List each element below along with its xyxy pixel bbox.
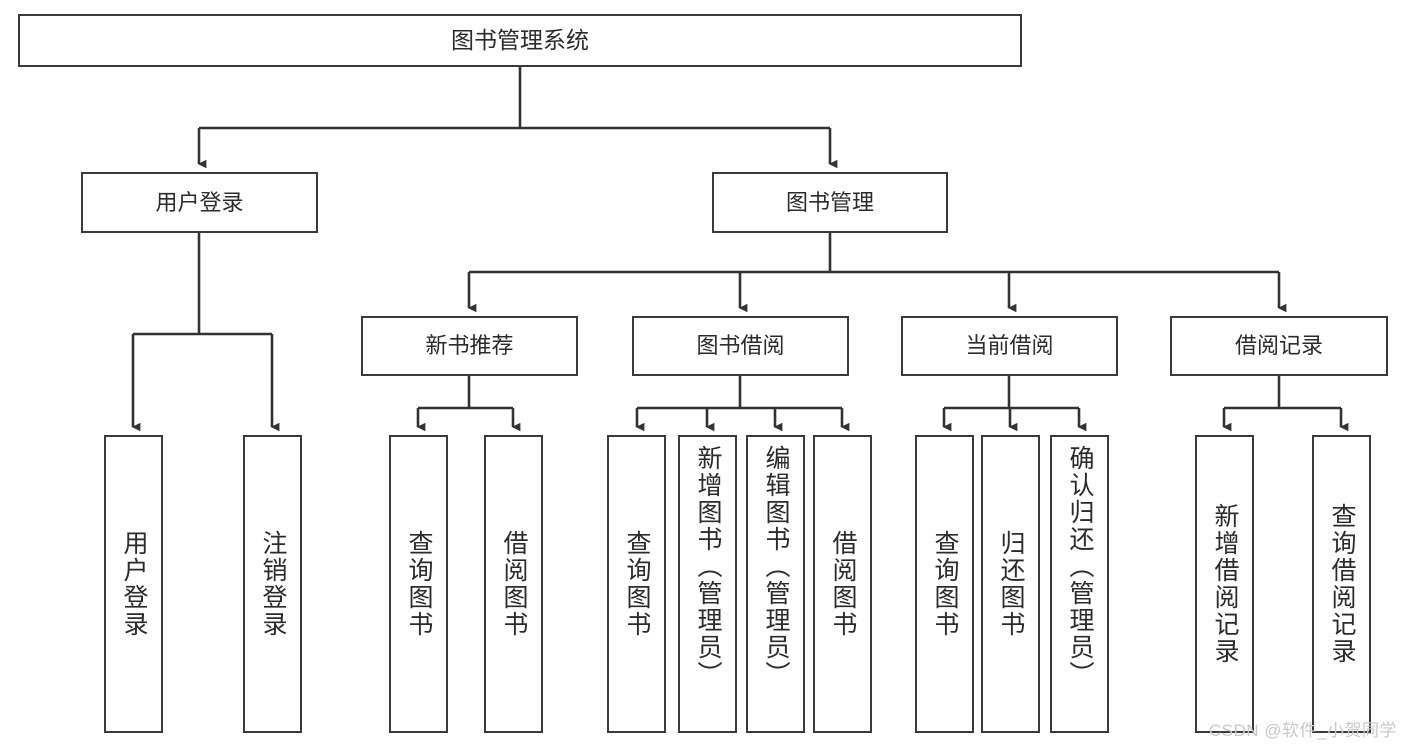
node-label: 当前借阅 [965, 333, 1054, 359]
leaf-borrow-record-add-record[interactable]: 新增借阅记录 [1195, 435, 1254, 733]
leaf-book-borrow-borrow-book[interactable]: 借阅图书 [813, 435, 872, 733]
node-label: 图书管理系统 [451, 26, 589, 53]
leaf-current-borrow-confirm-return-admin[interactable]: 确认归还（管理员） [1050, 435, 1109, 733]
node-label: 新书推荐 [425, 333, 514, 359]
leaf-user-login-logout[interactable]: 注销登录 [243, 435, 302, 733]
leaf-book-borrow-add-book-admin[interactable]: 新增图书（管理员） [678, 435, 737, 733]
node-label: 新增借阅记录 [1211, 503, 1239, 665]
leaf-new-book-borrow-book[interactable]: 借阅图书 [484, 435, 543, 733]
node-label: 编辑图书（管理员） [762, 445, 790, 688]
watermark-text: CSDN @软件_小贺同学 [1208, 721, 1397, 740]
node-root-book-management-system[interactable]: 图书管理系统 [18, 14, 1022, 67]
node-book-borrow[interactable]: 图书借阅 [632, 316, 849, 376]
leaf-new-book-query-book[interactable]: 查询图书 [389, 435, 448, 733]
node-label: 用户登录 [155, 189, 244, 215]
node-current-borrow[interactable]: 当前借阅 [901, 316, 1118, 376]
node-new-book-recommend[interactable]: 新书推荐 [361, 316, 578, 376]
leaf-user-login-login[interactable]: 用户登录 [104, 435, 163, 733]
leaf-current-borrow-query-book[interactable]: 查询图书 [915, 435, 974, 733]
node-label: 查询图书 [623, 530, 651, 638]
node-borrow-record[interactable]: 借阅记录 [1170, 316, 1388, 376]
leaf-book-borrow-edit-book-admin[interactable]: 编辑图书（管理员） [746, 435, 805, 733]
node-user-login[interactable]: 用户登录 [81, 172, 318, 233]
node-label: 借阅图书 [500, 530, 528, 638]
node-label: 借阅记录 [1234, 333, 1323, 359]
leaf-book-borrow-query-book[interactable]: 查询图书 [607, 435, 666, 733]
node-label: 查询图书 [405, 530, 433, 638]
node-label: 图书借阅 [696, 333, 785, 359]
node-label: 查询借阅记录 [1328, 503, 1356, 665]
leaf-current-borrow-return-book[interactable]: 归还图书 [981, 435, 1040, 733]
node-book-management[interactable]: 图书管理 [712, 172, 948, 233]
node-label: 注销登录 [259, 530, 287, 638]
node-label: 确认归还（管理员） [1066, 445, 1094, 688]
node-label: 图书管理 [785, 189, 874, 215]
leaf-borrow-record-query-record[interactable]: 查询借阅记录 [1312, 435, 1371, 733]
node-label: 借阅图书 [829, 530, 857, 638]
node-label: 查询图书 [931, 530, 959, 638]
node-label: 用户登录 [120, 530, 148, 638]
node-label: 新增图书（管理员） [694, 445, 722, 688]
node-label: 归还图书 [997, 530, 1025, 638]
